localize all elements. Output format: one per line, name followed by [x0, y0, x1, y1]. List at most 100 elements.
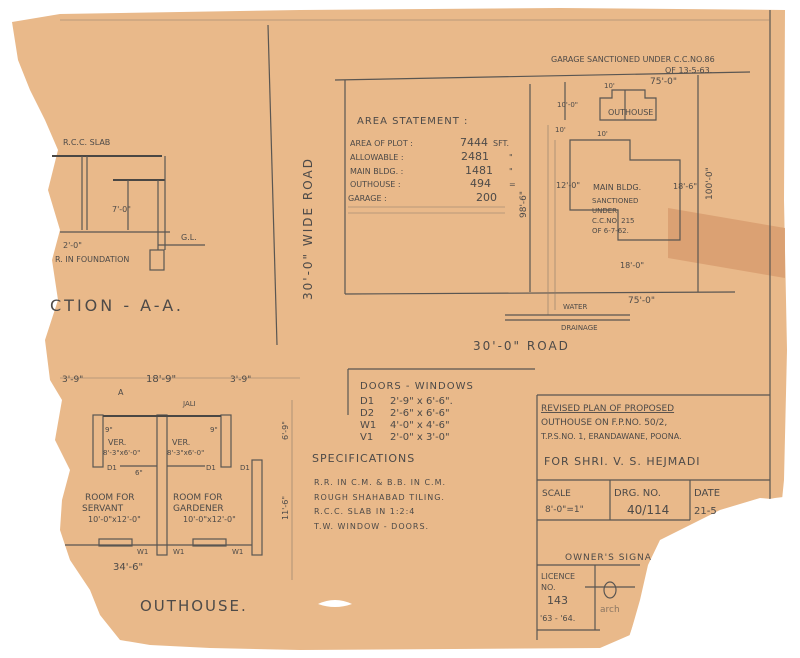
section-a-a: R.C.C. SLAB 7'-0" 2'-0" R. IN FOUNDATION… [50, 138, 205, 315]
section-mark: A [118, 388, 124, 397]
door-size: 2'-6" x 6'-6" [390, 408, 450, 419]
dim-18-6: 18'-6" [673, 182, 697, 191]
room-servant: ROOM FOR [85, 493, 135, 503]
title-line: T.P.S.NO. 1, ERANDAWANE, POONA. [540, 432, 682, 441]
area-label: OUTHOUSE : [350, 180, 401, 189]
spec-item: R.R. IN C.M. & B.B. IN C.M. [314, 478, 446, 487]
area-value: 7444 [460, 136, 488, 149]
spec-title: SPECIFICATIONS [312, 452, 415, 465]
doors-windows: DOORS - WINDOWS D1 2'-9" x 6'-6". D2 2'-… [347, 368, 535, 443]
area-unit: " [509, 153, 513, 162]
architect-stamp: arch [600, 605, 620, 615]
scale-label: SCALE [542, 489, 571, 499]
dim-10: 10' [604, 82, 615, 90]
area-label: ALLOWABLE : [350, 153, 404, 162]
nine-dim: 9" [210, 426, 218, 434]
six-dim: 6" [135, 469, 143, 477]
dim-12: 12'-0" [556, 181, 580, 190]
room-gardener: GARDENER [173, 504, 224, 514]
side-dim: 11'-6" [281, 496, 290, 520]
water-label: WATER [563, 303, 587, 311]
date-value: 21-5 [694, 506, 717, 517]
dim-left: 3'-9" [62, 375, 83, 385]
paper [12, 8, 787, 650]
main-note: SANCTIONED [592, 197, 638, 205]
depth-dim: 100'-0" [705, 167, 715, 200]
w1-label: W1 [232, 548, 243, 556]
door-size: 2'-9" x 6'-6". [390, 396, 453, 407]
depth-dim: 2'-0" [63, 241, 82, 250]
garage-note: GARAGE SANCTIONED UNDER C.C.NO.86 [551, 55, 715, 64]
dim-10-0: 10'-0" [557, 101, 578, 109]
divider-line [267, 24, 278, 346]
signature [603, 581, 617, 599]
road-label: 30'-0" ROAD [473, 339, 570, 353]
site-plan: GARAGE SANCTIONED UNDER C.C.NO.86 OF 13-… [334, 55, 751, 332]
d1-label: D1 [240, 464, 250, 472]
vent-code: V1 [360, 432, 373, 443]
main-bldg-label: MAIN BLDG. [593, 183, 641, 192]
height-dim: 7'-0" [112, 205, 131, 214]
spec-item: ROUGH SHAHABAD TILING. [314, 493, 445, 502]
ver-label: VER. [172, 438, 190, 447]
ver-label: VER. [108, 438, 126, 447]
garage-date: OF 13-5-63. [665, 66, 712, 75]
d1-label: D1 [107, 464, 117, 472]
date-label: DATE [694, 488, 720, 499]
top-width: 75'-0" [650, 77, 677, 87]
room-gardener-size: 10'-0"x12'-0" [183, 515, 236, 524]
door-code: D2 [360, 408, 374, 419]
dim-right: 3'-9" [230, 375, 251, 385]
drg-value: 40/114 [627, 503, 669, 517]
slab-label: R.C.C. SLAB [63, 138, 110, 147]
bottom-width: 75'-0" [628, 296, 655, 306]
dim-10-d: 10' [597, 130, 608, 138]
dim-18-0: 18'-0" [620, 261, 644, 270]
outhouse-plan: 3'-9" 18'-9" 3'-9" A JALI VER. 8'-3"x6'-… [60, 374, 300, 615]
area-statement: AREA STATEMENT : AREA OF PLOT : 7444 SFT… [348, 116, 516, 214]
doors-title: DOORS - WINDOWS [360, 381, 474, 392]
spec-item: T.W. WINDOW - DOORS. [313, 522, 429, 531]
tape [668, 208, 785, 278]
section-title: CTION - A-A. [50, 296, 184, 315]
room-gardener: ROOM FOR [173, 493, 223, 503]
outhouse-site-label: OUTHOUSE [608, 108, 653, 117]
area-title: AREA STATEMENT : [357, 116, 468, 127]
area-value: 1481 [465, 164, 493, 177]
spec-item: R.C.C. SLAB IN 1:2:4 [314, 507, 415, 516]
title-line: REVISED PLAN OF PROPOSED [541, 404, 674, 414]
owner-name: FOR SHRI. V. S. HEJMADI [544, 455, 701, 468]
d1-label: D1 [206, 464, 216, 472]
w1-label: W1 [173, 548, 184, 556]
signature-label: OWNER'S SIGNA [565, 553, 652, 563]
dim-10-c: 10' [555, 126, 566, 134]
licence-no-label: NO. [541, 583, 556, 592]
area-label: GARAGE : [348, 194, 387, 203]
outhouse-title: OUTHOUSE. [140, 597, 248, 615]
room-servant-size: 10'-0"x12'-0" [88, 515, 141, 524]
scale-value: 8'-0"=1" [545, 505, 584, 515]
left-depth-dim: 98'-6" [519, 191, 529, 218]
main-note: C.C.NO. 215 [592, 217, 635, 225]
area-unit: = [509, 180, 516, 189]
specifications: SPECIFICATIONS R.R. IN C.M. & B.B. IN C.… [312, 452, 446, 531]
ver-size: 8'-3"x6'-0" [103, 449, 140, 457]
area-value: 2481 [461, 150, 489, 163]
drainage-label: DRAINAGE [561, 324, 598, 332]
door-code: D1 [360, 396, 374, 407]
title-block: REVISED PLAN OF PROPOSED OUTHOUSE ON F.P… [536, 394, 770, 640]
vent-size: 2'-0" x 3'-0" [390, 432, 450, 443]
total-width: 34'-6" [113, 562, 143, 573]
ver-size: 8'-3"x6'-0" [167, 449, 204, 457]
area-label: MAIN BLDG. : [350, 167, 403, 176]
area-value: 494 [470, 177, 491, 190]
dim-mid: 18'-9" [146, 374, 176, 385]
area-unit: SFT. [493, 139, 509, 148]
licence-no: 143 [547, 594, 568, 607]
main-note: OF 6-7-62. [592, 227, 629, 235]
area-label: AREA OF PLOT : [350, 139, 413, 148]
drg-label: DRG. NO. [614, 488, 661, 499]
jali-label: JALI [182, 400, 196, 408]
window-code: W1 [360, 420, 376, 431]
